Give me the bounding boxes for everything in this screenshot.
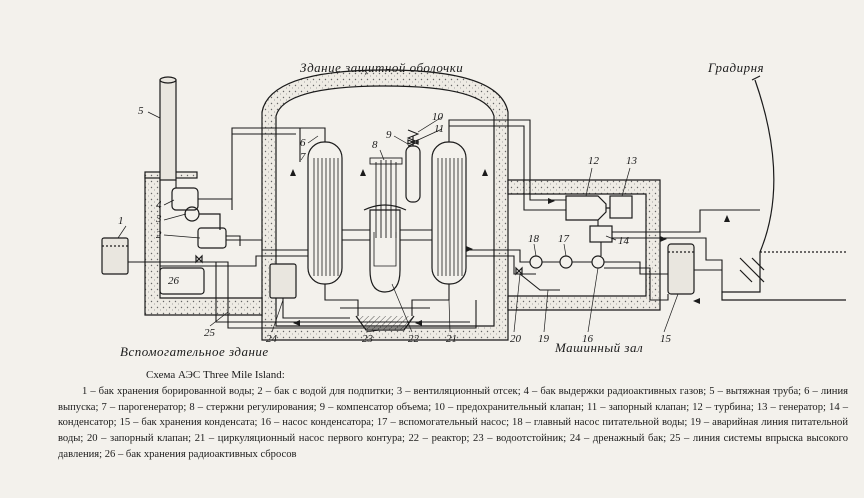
callout-15: 15 [660,333,672,345]
callout-24: 24 [266,333,278,345]
callout-21: 21 [446,333,457,345]
callout-1: 1 [118,215,124,227]
callout-18: 18 [528,233,540,245]
callout-16: 16 [582,333,594,345]
callout-10: 10 [432,111,444,123]
auxiliary-label: Вспомогательное здание [120,344,269,359]
feedwater-pump [529,255,543,269]
callout-4: 4 [156,199,162,211]
callout-5: 5 [138,105,144,117]
callout-19: 19 [538,333,550,345]
flow-arrows [290,169,730,326]
rad-waste-tank [159,267,205,295]
turbine [565,195,607,221]
leader-lines [117,111,679,333]
condenser [589,225,613,243]
cooling-tower [721,75,846,301]
callout-20: 20 [510,333,522,345]
containment-label: Здание защитной оболочки [300,60,463,75]
callout-9: 9 [386,129,392,141]
callout-22: 22 [408,333,420,345]
callout-12: 12 [588,155,600,167]
reactor-vessel [363,204,407,293]
callout-6: 6 [300,137,306,149]
sump [355,315,415,331]
steam-generator-left [307,141,343,285]
callout-numbers: 1 2 3 4 5 6 7 8 9 10 11 12 13 14 15 16 1… [118,105,672,345]
valve-20 [515,266,523,276]
piping [128,119,760,329]
cooling-tower-label: Градирня [707,60,764,75]
pressurizer [405,129,421,203]
callout-13: 13 [626,155,638,167]
tmi-plant-diagram: Здание защитной оболочки Градирня Вспомо… [101,60,846,359]
caption-body: 1 – бак хранения борированной воды; 2 – … [58,385,848,460]
caption-title: Схема АЭС Three Mile Island: [146,369,285,381]
drain-tank [269,263,297,299]
auxiliary-pump [559,255,573,269]
valve-line-25 [195,254,203,264]
caption: Схема АЭС Three Mile Island: 1 – бак хра… [58,368,848,463]
condensate-tank [667,243,695,295]
callout-2: 2 [156,229,162,241]
borated-water-tank [101,237,129,275]
callout-11: 11 [434,123,444,135]
steam-generator-right [431,141,467,285]
callout-23: 23 [362,333,374,345]
turbine-hall [507,179,661,311]
turbine-hall-label: Машинный зал [554,340,643,355]
callout-8: 8 [372,139,378,151]
callout-7: 7 [300,151,306,163]
generator [606,195,633,219]
callout-17: 17 [558,233,570,245]
control-rods [369,157,403,238]
makeup-tank [197,227,227,249]
callout-3: 3 [155,213,162,225]
callout-25: 25 [204,327,216,339]
callout-14: 14 [618,235,630,247]
vent-stack [159,76,177,181]
callout-26: 26 [168,275,180,287]
condenser-pump [591,255,605,269]
